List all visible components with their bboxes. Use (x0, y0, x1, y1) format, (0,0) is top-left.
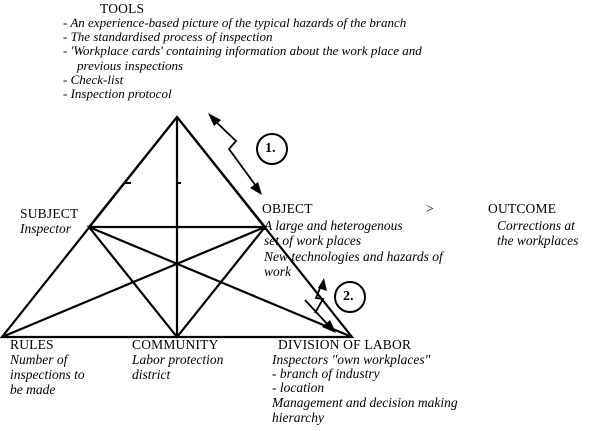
marker-1-circle (256, 133, 288, 165)
subject-desc: Inspector (20, 221, 71, 236)
tools-item: previous inspections (77, 57, 184, 73)
marker-2-circle (334, 281, 366, 313)
tools-list: - An experience-based picture of the typ… (63, 15, 422, 102)
arrow-2-head-bottom (322, 320, 336, 333)
tools-item: - An experience-based picture of the typ… (63, 15, 407, 30)
apex-to-subject-line (88, 116, 178, 228)
division-line: Management and decision making (272, 395, 458, 410)
outcome-title: OUTCOME (488, 201, 557, 216)
tools-title: TOOLS (100, 1, 145, 16)
division-line: Inspectors "own workplaces" (272, 352, 431, 367)
subject-title: SUBJECT (20, 206, 79, 221)
object-to-rules-line (1, 225, 266, 339)
tools-item: - 'Workplace cards' containing informati… (63, 43, 422, 59)
rules-line: be made (10, 382, 56, 397)
community-line: district (132, 367, 171, 382)
tools-item: - The standardised process of inspection (63, 29, 273, 45)
arrow-1-head-top (208, 113, 221, 126)
marker-2-label: 2. (343, 289, 354, 304)
flow-arrow-symbol: > (426, 201, 434, 216)
subject-to-division-line (88, 225, 353, 339)
division-line: hierarchy (272, 410, 324, 425)
arrow-1 (211, 117, 257, 187)
rules-line: Number of (10, 352, 68, 367)
arrow-2 (304, 282, 331, 328)
tools-item: - Check-list (63, 71, 124, 87)
rules-title: RULES (10, 337, 54, 352)
division-title: DIVISION OF LABOR (278, 337, 412, 352)
object-line: work (264, 264, 291, 279)
arrow-2-head-top (318, 278, 327, 291)
object-title: OBJECT (262, 201, 313, 216)
community-line: Labor protection (132, 352, 224, 367)
outcome-line: the workplaces (497, 233, 579, 248)
outcome-line: Corrections at (497, 218, 575, 233)
division-line: - branch of industry (272, 366, 380, 381)
community-title: COMMUNITY (132, 337, 219, 352)
object-line: New technologies and hazards of (264, 249, 443, 264)
rules-line: inspections to (10, 367, 85, 382)
apex-to-object-line (176, 116, 266, 228)
arrow-1-head-bottom (250, 182, 262, 195)
division-line: - location (272, 380, 325, 395)
tools-item: - Inspection protocol (63, 86, 172, 102)
object-line: A large and heterogenous (264, 218, 403, 233)
object-line: set of work places (264, 233, 362, 248)
marker-1-label: 1. (265, 141, 276, 156)
